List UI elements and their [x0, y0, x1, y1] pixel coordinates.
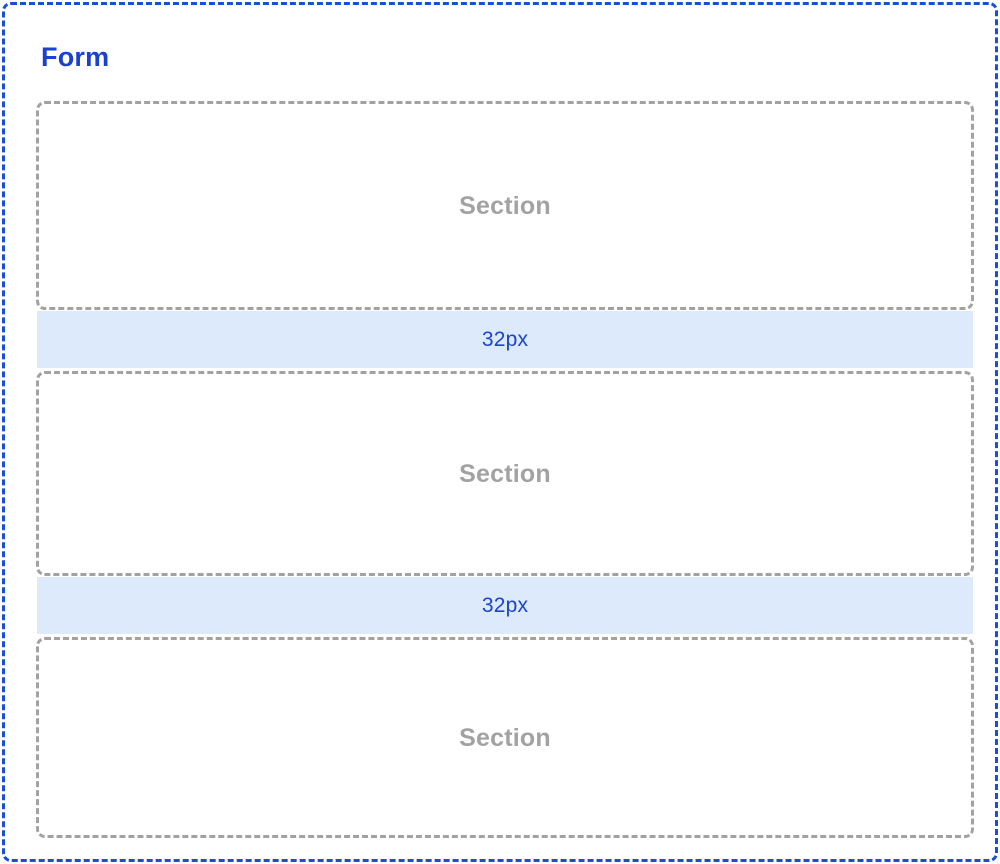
section-label: Section [459, 723, 551, 752]
section-label: Section [459, 459, 551, 488]
form-section-3[interactable]: Section [36, 637, 974, 838]
form-section-stack: Section 32px Section 32px Section [36, 101, 974, 838]
form-section-2[interactable]: Section [36, 371, 974, 576]
spacing-value-label: 32px [481, 593, 529, 617]
spacing-indicator-2: 32px [37, 577, 973, 634]
form-section-1[interactable]: Section [36, 101, 974, 310]
page-title: Form [41, 42, 110, 72]
spacing-indicator-1: 32px [37, 311, 973, 368]
section-label: Section [459, 191, 551, 220]
spacing-value-label: 32px [481, 327, 529, 351]
